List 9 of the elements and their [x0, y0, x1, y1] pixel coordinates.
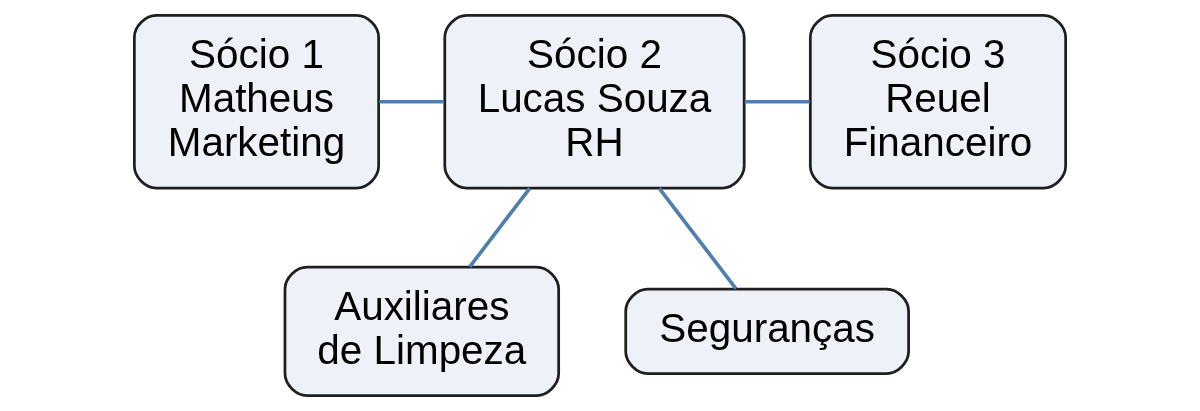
connector — [744, 99, 810, 104]
node-box: Sócio 3 Reuel Financeiro — [808, 14, 1068, 190]
node-box: Seguranças — [624, 287, 910, 375]
connector — [657, 187, 738, 290]
connector — [379, 99, 444, 104]
node-box: Auxiliares de Limpeza — [283, 265, 561, 397]
node-box: Sócio 1 Matheus Marketing — [132, 14, 381, 190]
connector — [468, 187, 532, 268]
node-box: Sócio 2 Lucas Souza RH — [443, 14, 746, 190]
